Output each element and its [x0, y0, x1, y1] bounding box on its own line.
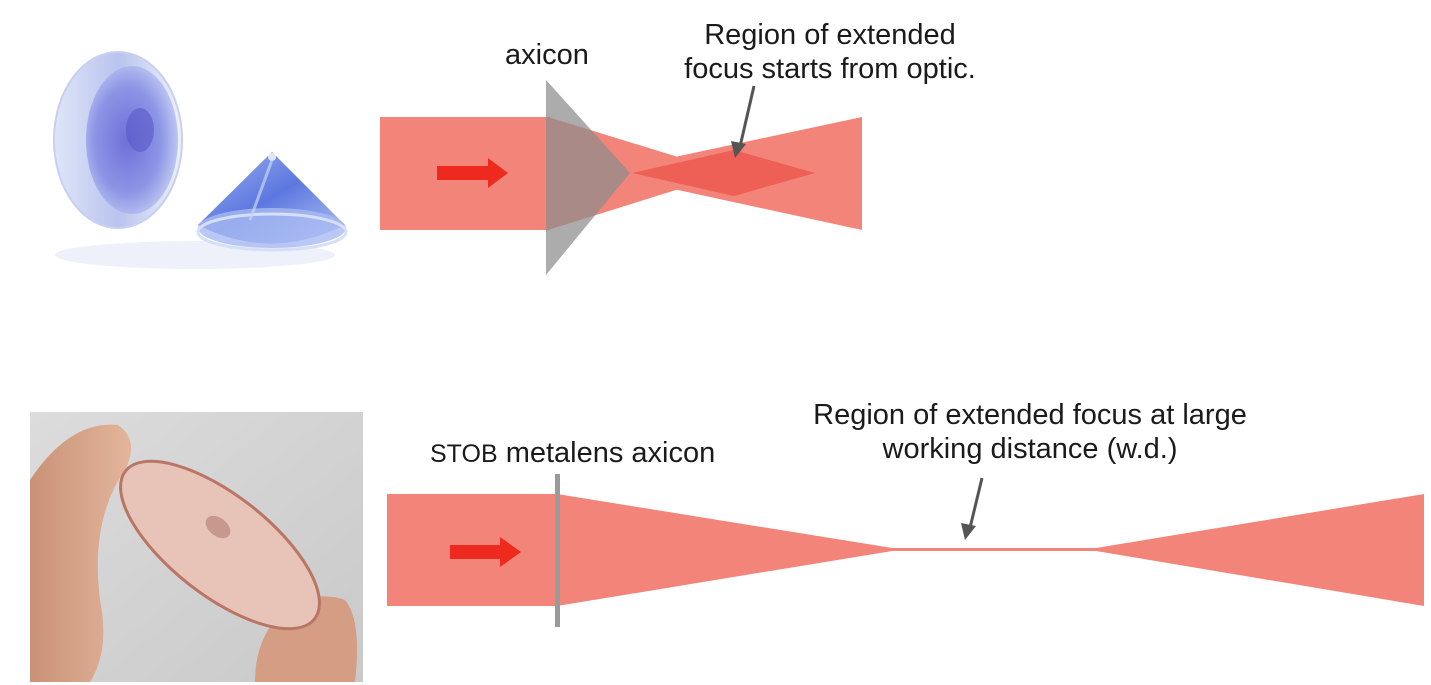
bottom-region-label-line1: Region of extended focus at large — [813, 399, 1247, 431]
bottom-extended-focus — [890, 548, 1100, 551]
top-beam-diagram — [380, 80, 862, 275]
top-overlap-focus — [632, 150, 815, 196]
metalens-axicon-label: STOB metalens axicon — [430, 436, 715, 471]
bottom-converging-beam — [557, 494, 892, 606]
bottom-beam-diagram — [387, 474, 1424, 627]
bottom-beam-arrow — [450, 537, 521, 567]
bottom-pointer-arrowhead — [961, 523, 976, 540]
top-region-label-line2: focus starts from optic. — [684, 53, 976, 85]
top-beam-arrow — [437, 158, 508, 188]
top-region-label-line1: Region of extended — [704, 19, 956, 51]
top-pointer-arrowhead — [731, 141, 746, 158]
axicon-label: axicon — [505, 39, 589, 71]
stob-prefix: STOB — [430, 440, 498, 468]
top-region-label: Region of extended focus starts from opt… — [640, 18, 1020, 86]
metalens-optic-line — [555, 474, 560, 627]
bottom-region-label: Region of extended focus at large workin… — [760, 398, 1300, 466]
metalens-axicon-text: metalens axicon — [505, 437, 716, 469]
metalens-in-fingers-photo — [30, 412, 363, 682]
axicon-optic-shape — [546, 80, 630, 275]
bottom-region-label-line2: working distance (w.d.) — [882, 433, 1178, 465]
axicon-lens-photo — [53, 51, 348, 269]
bottom-diverging-beam — [1096, 494, 1424, 606]
